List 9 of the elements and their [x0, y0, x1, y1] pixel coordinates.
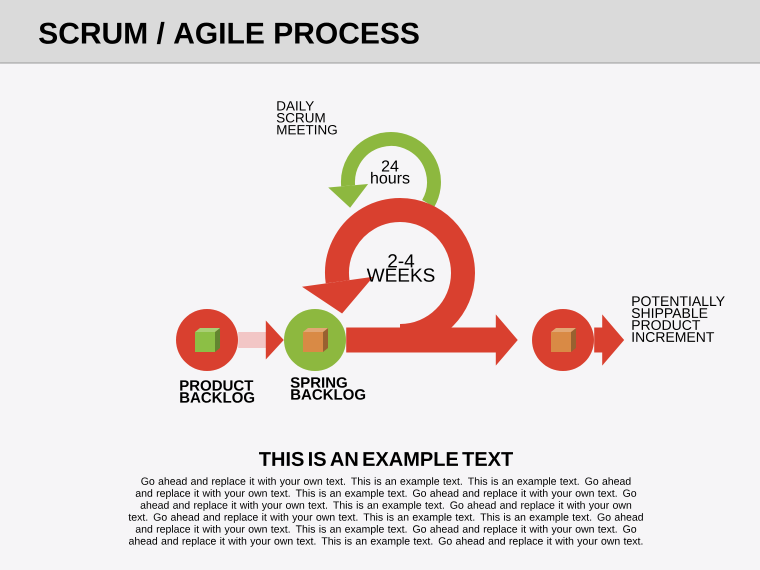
paragraph: Go ahead and replace it with your own text. This is an example text. This is an example text. Go ahead and replace it with your own text. This is an example text. Go ahead and replace it with your own text. Go ahead and replace it with your own text. This is an example text. Go ahead and replace it with your own text. Go ahead and replace it with your own text. This is an example text. This is an example text. Go ahead and replace it with your own text. This is an example text. Go ahead and replace it with your own text. Go ahead and replace it with your own text. This is an example text. Go ahead and replace it with your own text. [128, 477, 643, 547]
loop-label: 2-4 WEEKS [366, 254, 434, 282]
loop-label: DAILY SCRUM MEETING [276, 101, 337, 134]
node-label: PRODUCT BACKLOG [180, 380, 254, 403]
title: SCRUM / AGILE PROCESS [39, 22, 419, 44]
heading: THIS IS AN EXAMPLE TEXT [259, 452, 513, 466]
loop-label: 24 hours [371, 160, 410, 184]
node-label: SPRING BACKLOG [290, 377, 366, 400]
node-label: POTENTIALLY SHIPPABLE PRODUCT INCREMENT [632, 296, 725, 342]
